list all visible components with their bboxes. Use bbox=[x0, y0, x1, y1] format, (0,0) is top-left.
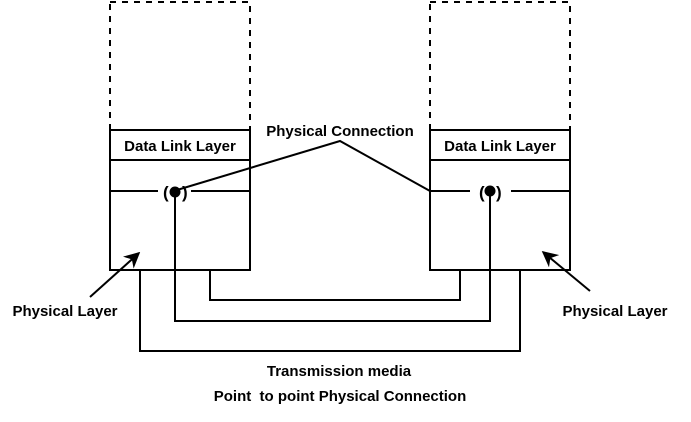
physical-connection-line bbox=[176, 139, 431, 192]
left-physical-layer-box bbox=[109, 159, 251, 271]
caption-line-1: Transmission media bbox=[267, 363, 412, 380]
left-upper-layer-box bbox=[109, 1, 251, 131]
right-data-link-box bbox=[429, 129, 571, 161]
right-node-paren-close: ) bbox=[496, 183, 502, 202]
left-node-paren-open: ( bbox=[163, 183, 169, 202]
physical-connection-label: Physical Connection bbox=[266, 123, 414, 140]
right-physical-layer-label: Physical Layer bbox=[562, 303, 667, 320]
left-physical-layer-arrow bbox=[89, 251, 141, 298]
right-physical-layer-arrow bbox=[541, 250, 591, 292]
media-connector-inner bbox=[209, 270, 461, 301]
left-physical-layer-label: Physical Layer bbox=[12, 303, 117, 320]
left-data-link-label: Data Link Layer bbox=[124, 138, 236, 155]
media-connector-middle bbox=[174, 191, 491, 322]
caption-line-2: Point to point Physical Connection bbox=[214, 388, 467, 405]
right-data-link-label: Data Link Layer bbox=[444, 138, 556, 155]
right-upper-layer-box bbox=[429, 1, 571, 131]
left-stack: Data Link Layer ( ) bbox=[109, 1, 251, 271]
right-physical-layer-box bbox=[429, 159, 571, 271]
media-connector-outer bbox=[139, 270, 521, 352]
right-stack: Data Link Layer ( ) bbox=[429, 1, 571, 271]
left-node-paren-close: ) bbox=[182, 183, 188, 202]
right-node-paren-open: ( bbox=[479, 183, 485, 202]
